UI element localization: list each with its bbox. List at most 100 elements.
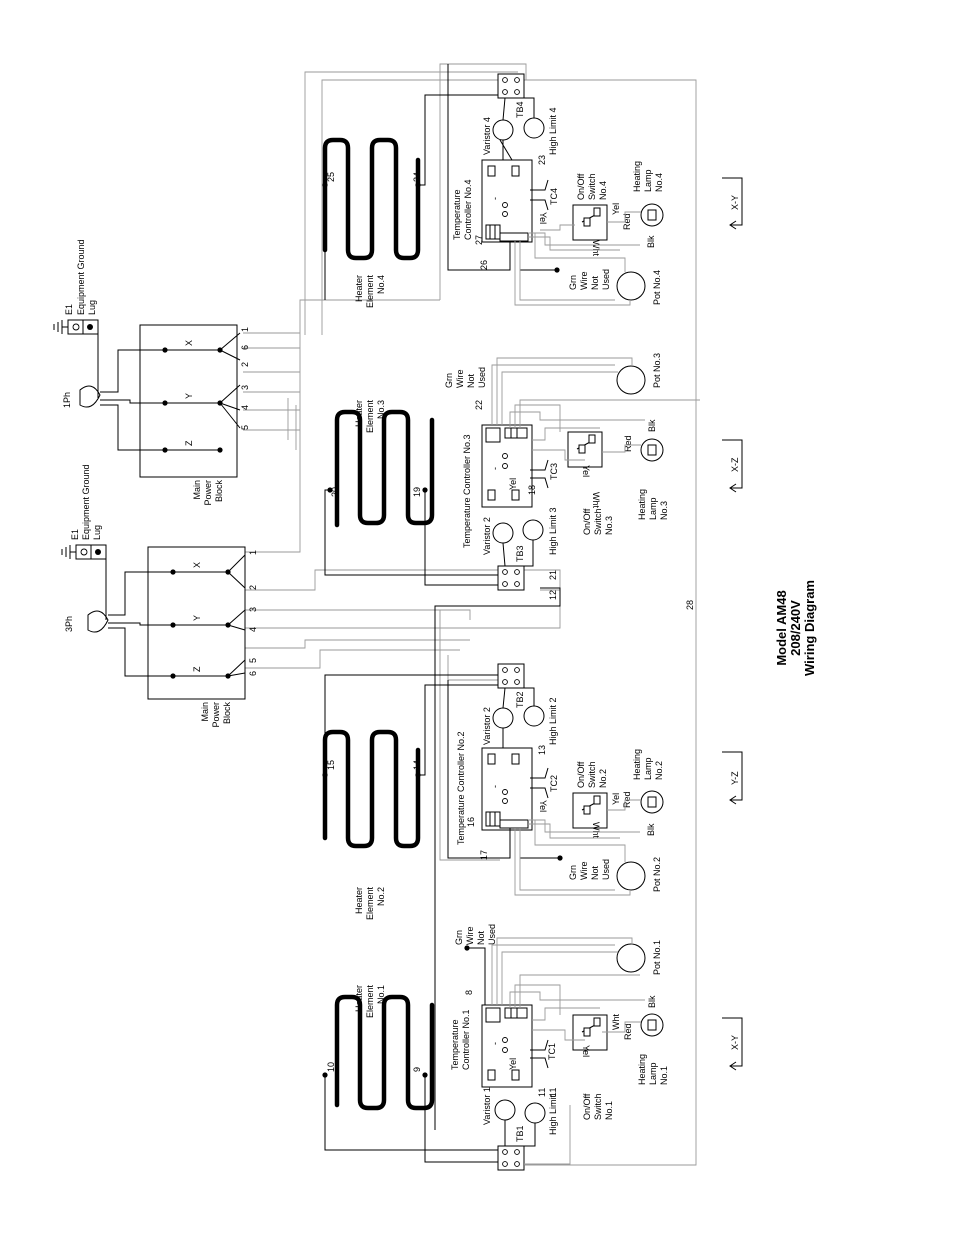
heater-label: Heater — [354, 887, 364, 914]
block-num: 3 — [240, 385, 250, 390]
ground-lug-1: E1 Equipment Ground Lug — [53, 239, 99, 335]
controller-unit-1: TB1 Varistor 1 High Limit 1 11 1 - Yel T… — [450, 924, 669, 1171]
high-limit-label: High Limit 3 — [548, 507, 558, 555]
phase-marker-1: X-Y — [722, 177, 743, 230]
switch-label: Switch — [593, 1093, 603, 1120]
phase-marker-4: X-Y — [722, 1017, 743, 1071]
terminal-z-label: Z — [184, 440, 194, 446]
grn-wire: Used — [601, 269, 611, 290]
grn-wire: Not — [476, 930, 486, 945]
tb-label: TB4 — [515, 101, 525, 118]
wire-number: 12 — [548, 590, 558, 600]
varistor-label: Varistor 1 — [482, 1087, 492, 1125]
power-block-3ph: X Y Z 1 2 3 4 5 6 Main Power Block 3Ph — [64, 546, 258, 728]
heater-label: Element — [365, 985, 375, 1019]
title-line: Wiring Diagram — [802, 580, 817, 676]
polarity: - — [490, 1042, 500, 1045]
terminal-y-label: Y — [192, 615, 202, 621]
heater-label: No.2 — [376, 887, 386, 906]
color-red: Red — [622, 213, 632, 230]
wire-number: 15 — [326, 760, 336, 770]
switch-label: On/Off — [576, 761, 586, 788]
lamp-label: Heating — [632, 161, 642, 192]
color-yel: Yel — [581, 465, 591, 477]
color-blk: Blk — [646, 235, 656, 248]
phase-marker-2: X-Z — [722, 439, 743, 493]
phase-text: X-Z — [730, 457, 740, 472]
terminal-x-label: X — [184, 340, 194, 346]
block-num: 1 — [248, 550, 258, 555]
polarity: - — [490, 467, 500, 470]
color-wht: Wht — [591, 492, 601, 509]
phase-label: 1Ph — [62, 392, 72, 408]
wire-number: 18 — [527, 485, 537, 495]
block-num: 5 — [240, 425, 250, 430]
lamp-label: Lamp — [643, 757, 653, 780]
wire-number: 23 — [537, 155, 547, 165]
block-label: Block — [222, 702, 232, 725]
wire-number: 11 — [537, 1088, 547, 1097]
switch-label: Switch — [587, 173, 597, 200]
grn-wire: Grn — [568, 275, 578, 290]
heater-element-4: 25 24 Heater Element No.4 — [322, 94, 500, 309]
color-red: Red — [623, 435, 633, 452]
grn-wire: Wire — [579, 862, 589, 881]
block-num: 5 — [248, 658, 258, 663]
power-block-1ph: X Y Z 1 6 2 3 4 5 Main Power Block 1Ph — [62, 324, 250, 506]
heater-label: Element — [365, 275, 375, 309]
phase-text: X-Y — [730, 195, 740, 210]
wire-number: 1 — [548, 1092, 558, 1097]
wire-number: 8 — [464, 990, 474, 995]
grn-wire: Used — [487, 924, 497, 945]
phase-text: Y-Z — [730, 771, 740, 785]
lamp-label: No.1 — [659, 1066, 669, 1085]
block-label: Main — [200, 702, 210, 722]
polarity: - — [490, 785, 500, 788]
controller-label: Controller No.4 — [463, 179, 473, 240]
ground-text: Lug — [92, 525, 102, 540]
block-num: 4 — [248, 627, 258, 632]
wire-number: 21 — [548, 570, 558, 580]
ground-id: E1 — [70, 529, 80, 540]
block-num: 6 — [248, 671, 258, 676]
varistor-label: Varistor 2 — [482, 517, 492, 555]
tb-label: TB3 — [515, 545, 525, 562]
diagram-title: Model AM48 208/240V Wiring Diagram — [774, 580, 817, 676]
grn-wire: Grn — [568, 865, 578, 880]
grn-wire: Used — [601, 859, 611, 880]
phase-marker-3: Y-Z — [722, 751, 743, 805]
ground-lug-2: E1 Equipment Ground Lug — [61, 464, 107, 560]
ground-text: Equipment Ground — [81, 464, 91, 540]
color-yel: Yel — [538, 800, 548, 812]
switch-label: No.1 — [604, 1101, 614, 1120]
color-yel: Yel — [508, 478, 518, 490]
heater-element-1: 10 9 Heater Element No.1 — [322, 985, 500, 1163]
heater-label: Heater — [354, 985, 364, 1012]
color-blk: Blk — [646, 823, 656, 836]
high-limit-label: High Limit 2 — [548, 697, 558, 745]
lamp-label: No.4 — [654, 173, 664, 192]
phase-label: 3Ph — [64, 616, 74, 632]
color-red: Red — [623, 1023, 633, 1040]
color-yel: Yel — [538, 212, 548, 224]
wire-number: 10 — [326, 1062, 336, 1072]
outer-wiring — [243, 63, 697, 1166]
terminal-y-label: Y — [184, 393, 194, 399]
pot-label: Pot No.4 — [652, 270, 662, 305]
title-line: Model AM48 — [774, 590, 789, 665]
color-wht: Wht — [591, 240, 601, 257]
switch-label: No.3 — [604, 516, 614, 535]
wire-number: 22 — [474, 400, 484, 410]
tc-label: TC4 — [549, 188, 559, 205]
tc-label: TC2 — [549, 775, 559, 792]
wire-28-label: 28 — [685, 600, 695, 610]
pot-label: Pot No.1 — [652, 940, 662, 975]
pot-label: Pot No.3 — [652, 353, 662, 388]
grn-wire: Not — [466, 373, 476, 388]
block-num: 2 — [248, 585, 258, 590]
block-label: Power — [203, 480, 213, 506]
ground-text: Equipment Ground — [76, 239, 86, 315]
wire-number: 17 — [479, 850, 489, 860]
heater-label: Element — [365, 400, 375, 434]
block-label: Power — [211, 702, 221, 728]
